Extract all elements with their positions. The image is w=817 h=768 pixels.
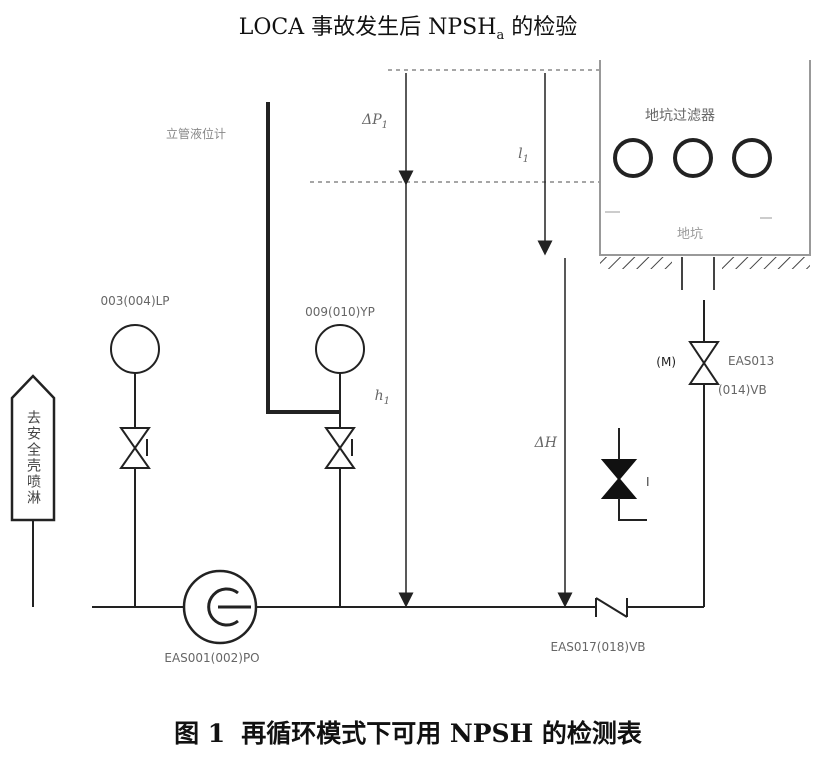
bypass-valve-icon: [600, 459, 638, 499]
delta-h-label: ΔH: [534, 435, 558, 451]
left-valve-icon: [119, 427, 151, 469]
sump-floor-left: [600, 257, 672, 269]
right-pressure-gauge: [315, 324, 365, 374]
h1-label: h1: [375, 388, 390, 407]
standpipe: [266, 102, 340, 414]
motor-valve-label-2: (014)VB: [718, 383, 767, 397]
sump-tank: [599, 60, 811, 256]
spray-outlet-label: 去安全壳喷淋: [25, 410, 41, 506]
right-valve-icon: [324, 427, 356, 469]
check-valve-label: EAS017(018)VB: [550, 640, 645, 654]
right-gauge-label: 009(010)YP: [305, 305, 375, 319]
l1-label: l1: [518, 146, 529, 165]
diagram-header: LOCA 事故发生后 NPSHa 的检验: [239, 15, 577, 43]
standpipe-gauge-label: 立管液位计: [166, 126, 226, 141]
pump-label: EAS001(002)PO: [164, 651, 259, 665]
spray-outlet-marker: [10, 374, 56, 522]
left-gauge-label: 003(004)LP: [100, 294, 169, 308]
bypass-valve-tag: I: [646, 475, 650, 489]
heat-exchanger-label: 地坑过滤器: [645, 108, 715, 124]
motor-valve-label-1: EAS013: [728, 354, 774, 368]
motor-valve-icon: [688, 341, 720, 385]
filter-2-icon: [673, 138, 713, 178]
delta-p-label: ΔP1: [361, 112, 388, 131]
check-valve-diagonal: [595, 597, 628, 618]
left-pressure-gauge: [110, 324, 160, 374]
pump-symbol: [207, 587, 239, 627]
filter-1-icon: [613, 138, 653, 178]
sump-floor-right: [722, 257, 810, 269]
bypass-valve-pipe: [618, 498, 647, 521]
filter-3-icon: [732, 138, 772, 178]
motor-valve-m: (M): [656, 355, 676, 369]
sump-label: 地坑: [677, 227, 703, 242]
